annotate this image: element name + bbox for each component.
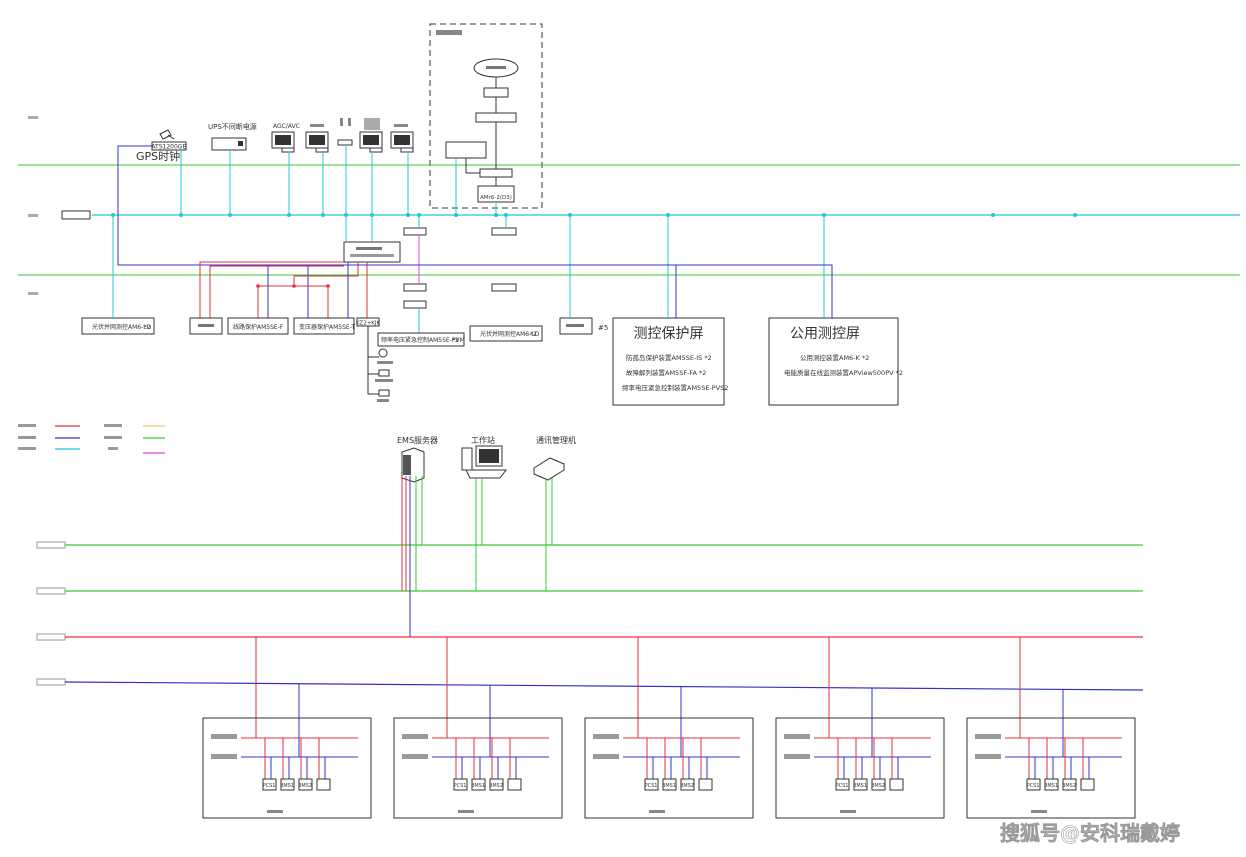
optical-converter-5 <box>491 283 517 292</box>
bay-device-se-t <box>293 317 355 335</box>
unit-3-device-1: PCS1 <box>645 783 658 789</box>
unit-3-device-3: BMS2 <box>680 783 694 789</box>
ems-server-label: EMS服务器 <box>397 435 438 445</box>
layer-label-network <box>28 214 38 217</box>
comm-gateway-icon <box>532 457 566 481</box>
svg-text:*2: *2 <box>530 331 537 338</box>
svg-text:频率电压紧急控制装置AM5SE-PVS2: 频率电压紧急控制装置AM5SE-PVS2 <box>622 383 728 392</box>
network-security-device <box>337 118 353 215</box>
operator-workstation-2 <box>359 118 383 215</box>
satellite-icon <box>159 129 175 140</box>
gps-clock-label: GPS时钟 <box>136 149 180 163</box>
remote-dispatch-frame <box>429 23 543 209</box>
workstation-icon <box>461 445 507 479</box>
ups-device <box>211 137 247 151</box>
gps-device-label: ATS1200GB <box>151 144 186 151</box>
unit-2-device-1: PCS1 <box>454 783 467 789</box>
unit-2-device-2: BMS1 <box>471 783 485 789</box>
battery-unit-2: PCS1 BMS1 BMS2 <box>393 637 563 819</box>
unit-1-device-3: BMS2 <box>298 783 312 789</box>
svg-text:光伏并网测控AM6-LD: 光伏并网测控AM6-LD <box>92 323 152 331</box>
vertical-encryption-box <box>475 112 517 123</box>
layer-label-station <box>28 116 38 119</box>
public-panel <box>768 317 899 406</box>
battery-unit-5: PCS1 BMS1 BMS2 <box>966 637 1136 819</box>
svg-text:线路保护AM5SE-F: 线路保护AM5SE-F <box>233 323 284 331</box>
optical-converter-2 <box>491 227 517 236</box>
central-management-device <box>343 241 401 263</box>
optical-converter-3 <box>403 283 427 292</box>
svg-text:频率电压紧急控制AM5SE-PVM: 频率电压紧急控制AM5SE-PVM <box>381 336 465 344</box>
ems-server-icon <box>401 447 425 483</box>
optical-converter-4 <box>403 300 427 309</box>
unit-4-device-1: PCS1 <box>836 783 849 789</box>
layer-label-bay <box>28 292 38 295</box>
remote-frame-title-mark <box>436 30 462 35</box>
svg-text:KZ2+KJK: KZ2+KJK <box>356 321 381 327</box>
workstation-label: 工作站 <box>471 435 495 445</box>
svg-text:*2: *2 <box>452 337 459 344</box>
unit-2-device-3: BMS2 <box>489 783 503 789</box>
svg-text:*2: *2 <box>144 324 151 331</box>
unit-5-device-2: BMS1 <box>1044 783 1058 789</box>
battery-unit-3: PCS1 BMS1 BMS2 <box>584 637 754 819</box>
unit-5-device-1: PCS1 <box>1027 783 1040 789</box>
unit-3-device-2: BMS1 <box>662 783 676 789</box>
comm-gateway-label: 通讯管理机 <box>536 435 576 445</box>
agc-avc-workstation: AGC/AVC <box>271 123 300 215</box>
remote-switch-box <box>479 168 513 178</box>
sensor-box-3 <box>378 389 390 397</box>
sensor-icon <box>378 348 388 358</box>
unit-1-device-1: PCS1 <box>263 783 276 789</box>
pvm-device <box>377 332 465 347</box>
svg-text:AMr6-2(D3): AMr6-2(D3) <box>480 195 512 201</box>
unit-5-device-3: BMS2 <box>1062 783 1076 789</box>
battery-unit-1: PCS1 BMS1 BMS2 <box>202 637 372 819</box>
watermark: 搜狐号@安科瑞戴婷 <box>1000 821 1180 845</box>
left-ld-device <box>81 317 155 335</box>
bottom-buses <box>36 541 1144 691</box>
svg-text:变压器保护AM5SE-T: 变压器保护AM5SE-T <box>299 323 355 331</box>
unit-4-device-3: BMS2 <box>871 783 885 789</box>
sensor-box-2 <box>378 369 390 377</box>
network-security-monitor-box <box>445 141 487 159</box>
operator-workstation-3 <box>390 124 414 215</box>
svg-text:防孤岛保护装置AM5SE-IS *2: 防孤岛保护装置AM5SE-IS *2 <box>626 353 712 362</box>
legend <box>18 424 165 454</box>
protection-panel <box>612 317 725 406</box>
unit-4-device-2: BMS1 <box>853 783 867 789</box>
svg-text:故障解列装置AM5SF-FA *2: 故障解列装置AM5SF-FA *2 <box>626 368 706 377</box>
public-panel-title: 公用测控屏 <box>790 326 860 342</box>
ups-label: UPS不间断电源 <box>208 122 257 131</box>
unit-1-device-2: BMS1 <box>280 783 294 789</box>
svg-text:光伏并网测控AM6-LD: 光伏并网测控AM6-LD <box>480 330 540 338</box>
battery-unit-4: PCS1 BMS1 BMS2 <box>775 637 945 819</box>
operator-workstation-1 <box>305 124 329 215</box>
optical-converter-1 <box>403 227 427 236</box>
svg-text:AGC/AVC: AGC/AVC <box>273 123 300 130</box>
router-box <box>483 87 509 98</box>
mid-ld-device <box>469 325 543 342</box>
bay-device-se-f <box>227 317 289 335</box>
svg-text:公用测控装置AM6-K *2: 公用测控装置AM6-K *2 <box>800 353 869 362</box>
svg-text:电能质量在线监测装置APView500PV *2: 电能质量在线监测装置APView500PV *2 <box>784 368 903 377</box>
svg-text:#5: #5 <box>598 324 608 332</box>
protection-panel-title: 测控保护屏 <box>634 326 704 342</box>
network-switch-left <box>61 210 91 220</box>
